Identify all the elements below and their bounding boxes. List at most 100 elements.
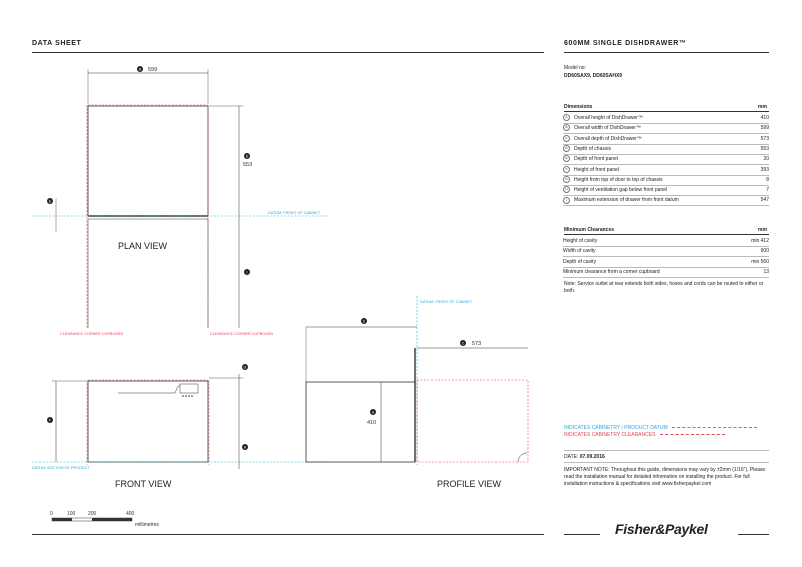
dimension-value: 547 (760, 197, 769, 204)
badge-c (460, 340, 466, 346)
clearance-label: Width of cavity (563, 248, 596, 255)
clearance-row: Minimum clearance from a corner cupboard… (563, 267, 769, 278)
legend-clearance: INDICATES CABINETRY CLEARANCES (564, 432, 725, 438)
dimension-value: 7 (766, 187, 769, 194)
legend-datum-line (672, 427, 758, 429)
dimension-row: A Overall height of DishDrawer™ 410 (563, 113, 769, 124)
dimension-row: H Height of ventilation gap below front p… (563, 185, 769, 197)
legend-clearance-line (659, 434, 725, 436)
scale-tick-0: 0 (50, 511, 53, 517)
dimension-badge: H (563, 186, 570, 194)
clearance-row: Depth of cavity min 560 (563, 257, 769, 268)
profile-view: DATUM: FRONT OF CABINET E C 573 A 410 (305, 296, 529, 465)
dim-height-text: 410 (367, 420, 376, 426)
dimension-value: 410 (760, 115, 769, 121)
dimension-row: D Depth of chassis 553 (563, 144, 769, 155)
dimension-label: Overall depth of DishDrawer™ (574, 135, 642, 142)
dimension-value: 553 (760, 145, 769, 152)
scale-tick-100: 100 (67, 511, 76, 517)
dimension-label: Overall height of DishDrawer™ (574, 115, 643, 121)
profile-view-label: PROFILE VIEW (437, 479, 502, 489)
profile-extension-rect (416, 379, 529, 463)
footer-rule-left (32, 534, 544, 535)
front-view: DATUM: BOTTOM OF PRODUCT F G H (32, 364, 330, 470)
dimension-badge: F (563, 165, 570, 173)
dimension-label: Depth of chassis (574, 145, 611, 152)
clearance-value: min 412 (751, 238, 769, 244)
clearances-rule (564, 234, 769, 235)
clearance-value: min 560 (751, 258, 769, 265)
badge-h-text: H (244, 446, 247, 450)
date-label: DATE: (564, 454, 579, 460)
badge-a (370, 409, 376, 415)
dimensions-rule (564, 111, 769, 112)
badge-i-text: I (247, 271, 248, 275)
dimension-badge: D (563, 145, 570, 153)
dimension-value: 20 (763, 156, 769, 163)
footer-rule-right-b (738, 534, 769, 535)
dimension-badge: G (563, 175, 570, 183)
plan-view: B 599 D 553 I E DATUM: FRONT OF CABINET … (32, 66, 330, 336)
dimension-label: Height of front panel (574, 166, 620, 173)
model-value: DD60SAX9, DD60SAHX9 (564, 73, 623, 79)
badge-b (137, 66, 143, 72)
dim-depth-text: 553 (243, 162, 252, 168)
legend-datum: INDICATES CABINETRY / PRODUCT DATUM (564, 425, 758, 431)
date-rule-bottom (564, 462, 769, 463)
clearance-value: 13 (763, 268, 769, 275)
header-rule-right (564, 52, 769, 53)
clearance-left-label: CLEARANCE CORNER CUPBOARD (60, 332, 124, 336)
dimension-label: Height of ventilation gap below front pa… (574, 187, 668, 194)
clearance-label: Depth of cavity (563, 258, 597, 265)
service-note: Note: Service outlet at rear extends bot… (564, 281, 764, 294)
footer-rule-right-a (564, 534, 600, 535)
dimension-value: 599 (760, 125, 769, 132)
header-rule-left (32, 52, 544, 53)
badge-e2 (361, 318, 367, 324)
dimensions-unit: mm (758, 104, 767, 110)
badge-h (242, 444, 248, 450)
product-title: 600MM SINGLE DISHDRAWER™ (564, 40, 687, 47)
control-panel-icon (179, 383, 199, 394)
dimension-badge: I (563, 196, 570, 204)
model-label: Model no: (564, 65, 586, 71)
legend-datum-label: INDICATES CABINETRY / PRODUCT DATUM (564, 425, 668, 431)
plan-view-label: PLAN VIEW (118, 241, 168, 251)
dimension-badge: E (563, 155, 570, 163)
dimensions-heading: Dimensions (564, 104, 593, 110)
clearance-label: Height of cavity (563, 238, 598, 244)
badge-g (242, 364, 248, 370)
dimension-row: B Overall width of DishDrawer™ 599 (563, 123, 769, 135)
dimension-badge: C (563, 134, 570, 142)
scale-unit: millimetres (135, 522, 159, 528)
door-arc-icon (517, 452, 528, 463)
clearances-heading: Minimum Clearances (564, 227, 615, 233)
badge-b-text: B (139, 68, 142, 72)
clearance-label: Minimum clearance from a corner cupboard (563, 268, 660, 275)
datum-front-label: DATUM: FRONT OF CABINET (268, 211, 321, 215)
dimension-label: Overall width of DishDrawer™ (574, 125, 641, 132)
dimension-badge: A (563, 114, 570, 122)
dimension-label: Maximum extension of drawer from front d… (574, 197, 679, 204)
dimension-badge: B (563, 124, 570, 132)
clearance-right-label: CLEARANCE CORNER CUPBOARD (210, 332, 274, 336)
badge-d (244, 153, 250, 159)
badge-g-text: G (244, 366, 247, 370)
badge-f-text: F (49, 419, 51, 423)
badge-c-text: C (462, 342, 465, 346)
dimension-value: 573 (760, 135, 769, 142)
badge-d-text: D (246, 155, 249, 159)
badge-e (47, 198, 53, 204)
data-sheet-title: DATA SHEET (32, 40, 82, 47)
datum-bottom-label: DATUM: BOTTOM OF PRODUCT (32, 466, 90, 470)
badge-a-text: A (372, 411, 375, 415)
datum-front-label-2: DATUM: FRONT OF CABINET (420, 300, 473, 304)
dim-width-text: 599 (148, 67, 157, 73)
handle-recess-icon (118, 385, 180, 394)
dimension-row: I Maximum extension of drawer from front … (563, 195, 769, 207)
badge-e2-text: E (363, 320, 366, 324)
date-line: DATE: 07.09.2016 (564, 454, 605, 460)
